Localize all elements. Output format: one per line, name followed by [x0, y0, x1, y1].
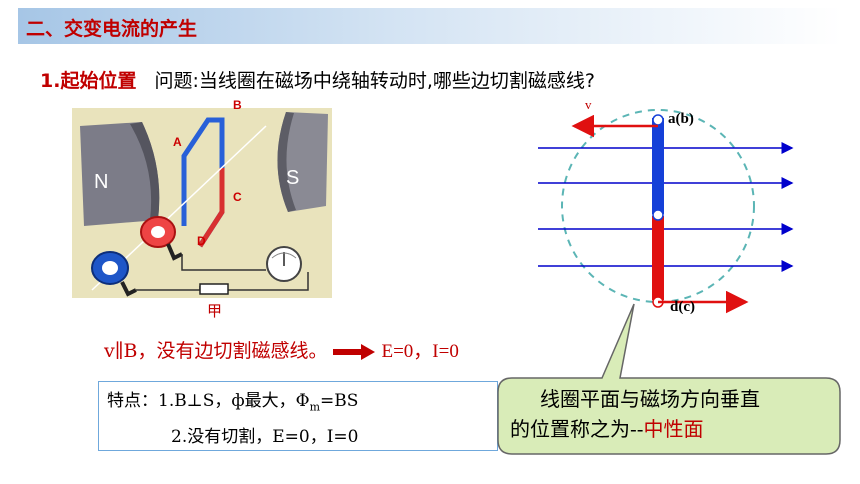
result-condition: v∥B，没有边切割磁感线。 — [104, 340, 328, 362]
features-line-2: 2.没有切割，E=0，I=0 — [171, 427, 359, 448]
coil-frame-blue — [181, 117, 225, 248]
neutral-plane-term: 中性面 — [643, 417, 704, 441]
generator-illustration: N S — [80, 112, 328, 297]
magnet-s — [277, 112, 328, 212]
coil-frame-red — [197, 168, 225, 248]
edge-label-d: D — [197, 234, 206, 248]
right-arrow-icon — [333, 344, 376, 360]
resistor — [199, 283, 229, 295]
coil-side-red — [652, 216, 664, 300]
rotation-circle — [561, 109, 755, 303]
magnet-n — [80, 122, 160, 226]
question-line: 1.起始位置问题:当线圈在磁场中绕轴转动时,哪些边切割磁感线? — [40, 66, 595, 93]
features-box: 特点：1.B⊥S，ф最大，Φm=BS 2.没有切割，E=0，I=0 — [98, 381, 498, 451]
coil-side-blue — [652, 118, 664, 214]
brush-1 — [166, 243, 183, 261]
generator-figure: N S — [72, 108, 332, 298]
brush-2 — [120, 281, 137, 297]
result-line: v∥B，没有边切割磁感线。 E=0，I=0 — [104, 336, 459, 363]
title-bar — [18, 8, 842, 44]
callout-line-2-prefix: 的位置称之为-- — [510, 417, 644, 441]
label-d-c: d(c) — [670, 299, 695, 315]
question-number: 1.起始位置 — [40, 70, 137, 92]
result-equations: E=0，I=0 — [381, 341, 459, 362]
features-line-1: 特点：1.B⊥S，ф最大，Φm=BS — [107, 386, 489, 422]
pole-s-label: S — [286, 167, 299, 189]
question-text: 问题:当线圈在磁场中绕轴转动时,哪些边切割磁感线? — [154, 70, 595, 92]
edge-label-c: C — [233, 190, 242, 204]
features-line-1-subscript: m — [309, 400, 321, 414]
features-line-1-tail: =BS — [320, 391, 359, 411]
callout-line-2: 的位置称之为--中性面 — [510, 414, 836, 444]
pole-n-label: N — [94, 171, 108, 193]
callout-shape — [497, 303, 841, 455]
cross-section-svg — [538, 109, 794, 314]
features-line-1-main: 特点：1.B⊥S，ф最大，Φ — [107, 391, 310, 411]
neutral-plane-callout: 线圈平面与磁场方向垂直 的位置称之为--中性面 — [496, 300, 842, 460]
figure-label-jia: 甲 — [207, 302, 223, 320]
conductor-ab — [652, 114, 664, 126]
slide-title: 二、交变电流的产生 — [26, 18, 198, 40]
edge-label-a: A — [173, 135, 182, 149]
cross-section-diagram — [520, 94, 800, 324]
label-a-b: a(b) — [668, 111, 694, 127]
velocity-label: v — [585, 97, 592, 112]
callout-text: 线圈平面与磁场方向垂直 的位置称之为--中性面 — [510, 384, 836, 444]
axis-point — [652, 209, 664, 221]
callout-line-1: 线圈平面与磁场方向垂直 — [540, 387, 760, 411]
edge-label-b: B — [233, 98, 242, 112]
